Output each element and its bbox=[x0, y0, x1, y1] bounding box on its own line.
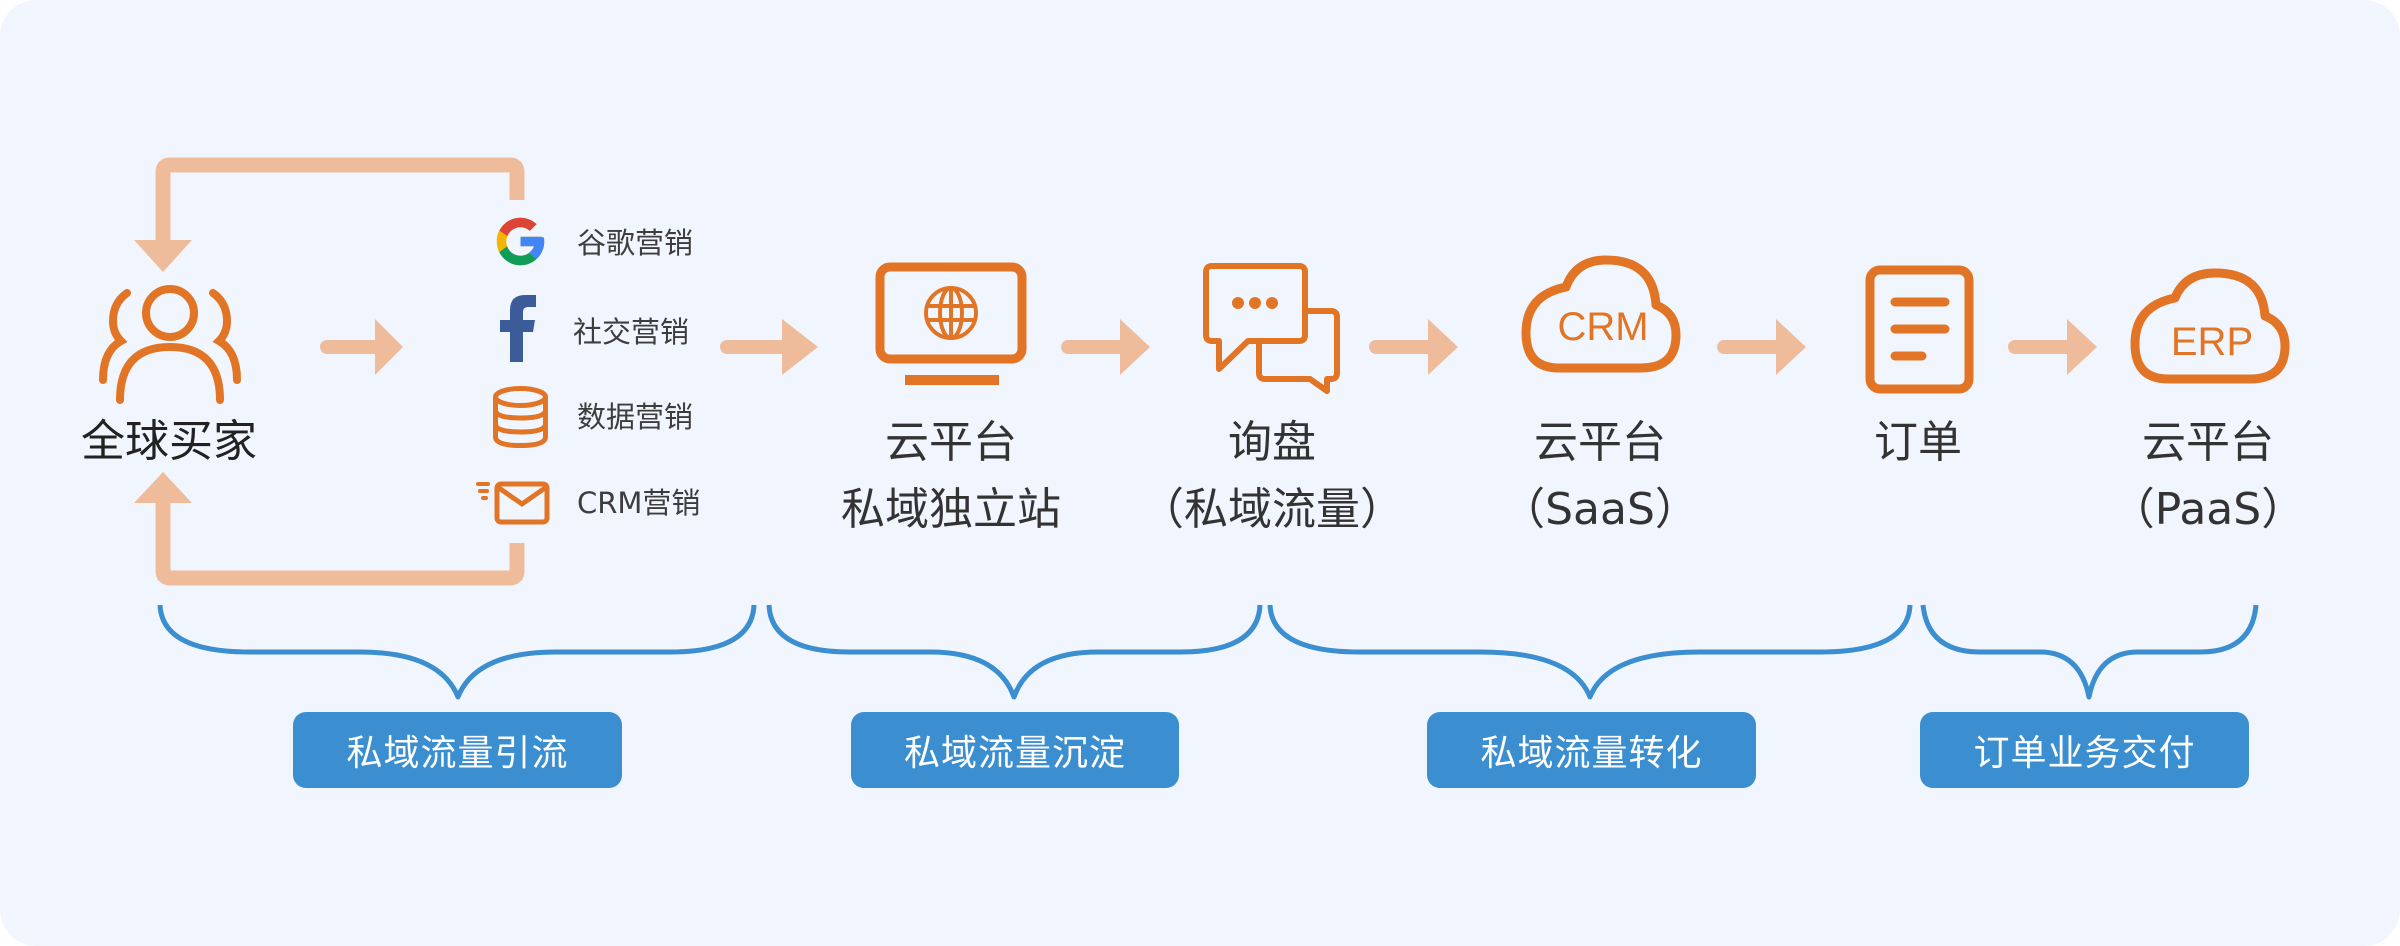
arrow-right-icon bbox=[320, 319, 403, 375]
node-label-line2: （SaaS） bbox=[1501, 484, 1699, 535]
facebook-icon bbox=[500, 295, 536, 362]
people-group-icon bbox=[99, 285, 241, 404]
channel-label: 社交营销 bbox=[573, 315, 690, 349]
arrow-right-icon bbox=[1717, 319, 1806, 375]
arrow-right-icon bbox=[2008, 319, 2097, 375]
database-icon bbox=[493, 386, 548, 449]
cloud-crm-icon: CRM bbox=[1521, 255, 1681, 373]
node-label-line2: （私域流量） bbox=[1140, 484, 1404, 535]
monitor-globe-icon bbox=[875, 262, 1027, 385]
stage-label: 私域流量引流 bbox=[346, 733, 569, 774]
stage-button-traffic-retention[interactable]: 私域流量沉淀 bbox=[851, 712, 1179, 788]
channel-label: 谷歌营销 bbox=[577, 226, 694, 260]
stage-button-order-delivery[interactable]: 订单业务交付 bbox=[1920, 712, 2249, 788]
cloud-erp-icon: ERP bbox=[2130, 268, 2290, 384]
arrow-up-icon bbox=[134, 472, 192, 503]
brace-stage-4 bbox=[1920, 604, 2259, 700]
channel-label: 数据营销 bbox=[577, 400, 694, 434]
stage-button-traffic-acquisition[interactable]: 私域流量引流 bbox=[293, 712, 622, 788]
node-label-line2: （PaaS） bbox=[2110, 484, 2306, 535]
channel-label: CRM营销 bbox=[577, 486, 701, 520]
stage-label: 订单业务交付 bbox=[1973, 733, 2196, 774]
node-label-line1: 订单 bbox=[1874, 417, 1962, 468]
arrow-down-icon bbox=[134, 240, 192, 272]
arrow-right-icon bbox=[720, 319, 818, 375]
node-label-line1: 云平台 bbox=[2142, 417, 2274, 468]
node-label-line1: 询盘 bbox=[1228, 417, 1316, 468]
node-label-line1: 云平台 bbox=[885, 417, 1017, 468]
brace-stage-1 bbox=[157, 604, 757, 700]
brace-stage-2 bbox=[766, 604, 1263, 700]
stage-label: 私域流量转化 bbox=[1480, 733, 1703, 774]
google-icon bbox=[496, 217, 545, 266]
loop-top-line bbox=[155, 157, 525, 242]
cloud-erp-text: ERP bbox=[2171, 320, 2253, 364]
chat-bubbles-icon bbox=[1203, 263, 1340, 394]
stage-button-traffic-conversion[interactable]: 私域流量转化 bbox=[1427, 712, 1756, 788]
stage-label: 私域流量沉淀 bbox=[903, 733, 1126, 774]
arrow-right-icon bbox=[1369, 319, 1458, 375]
node-label-line2: 私域独立站 bbox=[841, 484, 1061, 535]
loop-bottom-line bbox=[155, 500, 525, 586]
brace-stage-3 bbox=[1267, 604, 1913, 700]
arrow-right-icon bbox=[1061, 319, 1150, 375]
node-label-line1: 云平台 bbox=[1534, 417, 1666, 468]
cloud-crm-text: CRM bbox=[1557, 305, 1648, 349]
document-icon bbox=[1865, 265, 1974, 394]
buyers-label: 全球买家 bbox=[81, 416, 257, 467]
mail-icon bbox=[476, 481, 550, 525]
